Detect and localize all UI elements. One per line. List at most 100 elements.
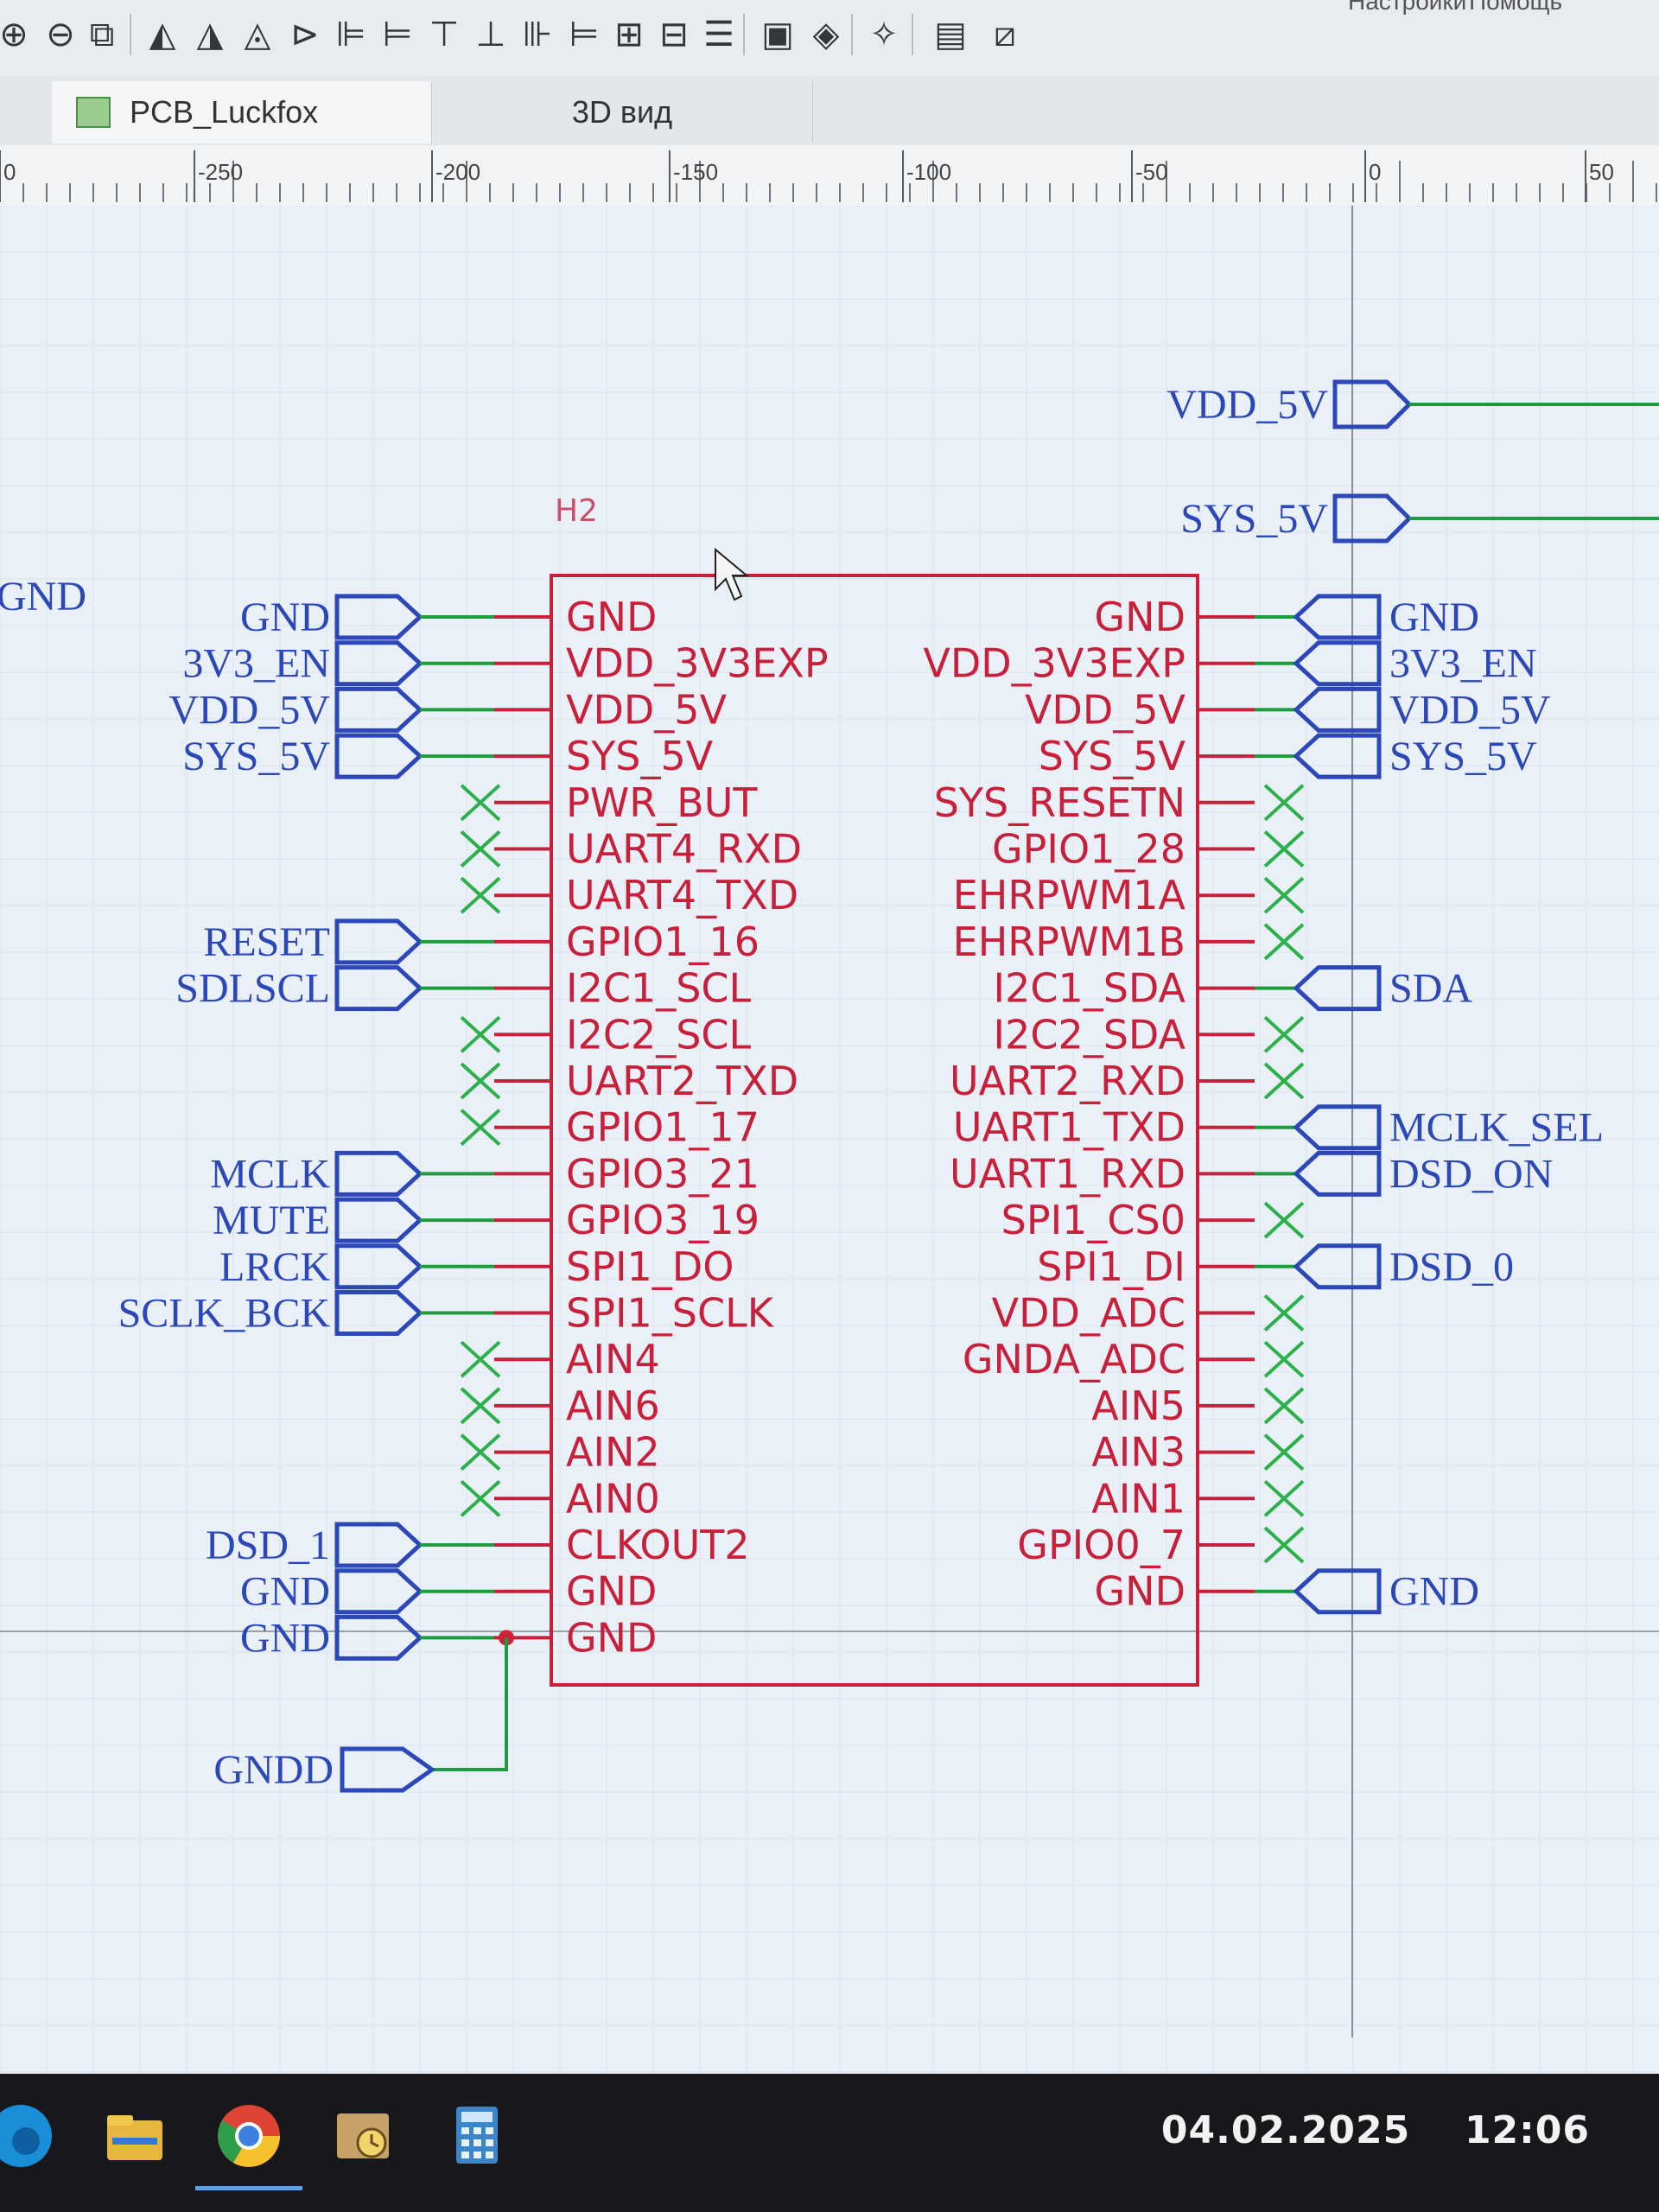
pin-label-left: UART4_TXD <box>566 872 798 918</box>
edge-icon[interactable] <box>0 2098 59 2174</box>
taskbar-clock[interactable]: 04.02.2025 12:06 <box>1161 2108 1590 2152</box>
net-label-right[interactable]: DSD_0 <box>1255 1243 1514 1290</box>
pin-label-left: CLKOUT2 <box>566 1522 750 1568</box>
ruler-label: 0 <box>1369 159 1381 185</box>
align-center-v-icon[interactable]: ⊪ <box>522 16 553 54</box>
taskbar: 04.02.2025 12:06 <box>0 2074 1659 2212</box>
net-label-left[interactable]: MCLK <box>210 1150 494 1197</box>
pin-label-left: VDD_3V3EXP <box>566 640 829 687</box>
net-name: GND <box>240 1615 330 1661</box>
distribute-h-icon[interactable]: ⊟ <box>659 16 689 54</box>
mouse-cursor-icon <box>715 547 749 601</box>
net-label-right[interactable]: DSD_ON <box>1255 1150 1553 1197</box>
align-center-h-icon[interactable]: ⊨ <box>569 16 600 54</box>
ruler-label: -150 <box>673 159 718 185</box>
align-right-icon[interactable]: ⊨ <box>382 16 413 54</box>
pin-label-left: SPI1_SCLK <box>566 1290 775 1337</box>
align-left-icon[interactable]: ⊫ <box>335 16 366 54</box>
zoom-fit-icon[interactable]: ⧉ <box>89 15 115 54</box>
tab-3d-view[interactable]: 3D вид <box>432 81 813 143</box>
no-connect-marker <box>460 1062 501 1100</box>
net-label-left[interactable]: GND <box>240 594 494 640</box>
scheduler-app-icon[interactable] <box>325 2098 401 2174</box>
pcb-icon <box>76 97 111 128</box>
pin-label-right: EHRPWM1A <box>953 872 1186 918</box>
component-body[interactable] <box>550 574 1199 1687</box>
pin-label-left: UART2_TXD <box>566 1058 798 1104</box>
no-connect-marker <box>1263 923 1305 961</box>
image-icon[interactable]: ▣ <box>761 16 794 54</box>
pin-label-left: AIN0 <box>566 1475 660 1522</box>
rotate-left-icon[interactable]: ◭ <box>149 16 176 54</box>
net-label-gndd[interactable]: GNDD <box>213 1746 436 1793</box>
no-connect-marker <box>1263 830 1305 868</box>
no-connect-marker <box>1263 784 1305 822</box>
tab-pcb-luckfox[interactable]: PCB_Luckfox <box>52 81 432 143</box>
menu-settings[interactable]: Настройки <box>1348 0 1467 15</box>
net-label-left[interactable]: 3V3_EN <box>182 640 494 687</box>
rotate-right-icon[interactable]: ◮ <box>196 16 224 54</box>
net-label-left[interactable]: DSD_1 <box>206 1522 494 1568</box>
pin-label-left: GPIO1_17 <box>566 1104 760 1151</box>
chrome-icon[interactable] <box>195 2098 302 2190</box>
toolbar-separator <box>743 14 745 55</box>
power-net-flag[interactable]: SYS_5V <box>1180 493 1659 543</box>
net-label-left[interactable]: SYS_5V <box>182 733 494 779</box>
pin-label-right: GPIO0_7 <box>1017 1522 1185 1568</box>
net-label-left[interactable]: LRCK <box>219 1243 494 1290</box>
crop-icon[interactable]: ⧄ <box>994 15 1016 54</box>
component-ref[interactable]: H2 <box>555 493 598 529</box>
no-connect-marker <box>1263 1062 1305 1100</box>
net-label-right[interactable]: 3V3_EN <box>1255 640 1537 687</box>
power-net-flag[interactable]: VDD_5V <box>1166 379 1659 429</box>
menu-help[interactable]: Помощь <box>1469 0 1563 15</box>
net-label-right[interactable]: GND <box>1255 594 1479 640</box>
align-bottom-icon[interactable]: ⊥ <box>475 16 506 54</box>
pin-label-right: GND <box>1095 1568 1185 1615</box>
pin-label-left: SYS_5V <box>566 733 714 779</box>
toolbar-separator <box>912 14 913 55</box>
pin-label-right: AIN3 <box>1091 1429 1185 1476</box>
net-label-left[interactable]: RESET <box>203 918 494 965</box>
no-connect-marker <box>460 1015 501 1053</box>
net-name: DSD_1 <box>206 1522 330 1568</box>
net-name: GND <box>1389 594 1479 640</box>
no-connect-marker <box>1263 1294 1305 1332</box>
distribute-grid-icon[interactable]: ⊞ <box>614 16 644 54</box>
flip-vertical-icon[interactable]: ⊳ <box>290 16 320 54</box>
zoom-out-icon[interactable]: ⊖ <box>46 16 75 54</box>
pin-label-right: SYS_RESETN <box>934 779 1185 826</box>
calculator-icon[interactable] <box>439 2098 515 2174</box>
flip-horizontal-icon[interactable]: ◬ <box>244 16 271 54</box>
net-name: VDD_5V <box>1389 687 1551 733</box>
file-explorer-icon[interactable] <box>97 2098 173 2174</box>
net-name: DSD_0 <box>1389 1244 1514 1290</box>
net-label-right[interactable]: SYS_5V <box>1255 733 1537 779</box>
pin-label-right: SPI1_CS0 <box>1001 1197 1185 1243</box>
net-label-left[interactable]: SCLK_BCK <box>118 1290 494 1337</box>
distribute-v-icon[interactable]: ☰ <box>703 16 734 54</box>
net-label-right[interactable]: SDA <box>1255 965 1472 1012</box>
net-label-left[interactable]: VDD_5V <box>168 686 494 733</box>
net-label-right[interactable]: VDD_5V <box>1255 686 1551 733</box>
net-label-left[interactable]: MUTE <box>213 1197 494 1243</box>
net-name: 3V3_EN <box>1389 641 1537 687</box>
bom-icon[interactable]: ▤ <box>934 16 967 54</box>
zoom-in-icon[interactable]: ⊕ <box>0 16 29 54</box>
magic-icon[interactable]: ✧ <box>869 16 899 54</box>
pin-label-right: VDD_5V <box>1025 686 1186 733</box>
align-top-icon[interactable]: ⊤ <box>429 16 460 54</box>
schematic-drawing[interactable]: H2GNDVDD_3V3EXPVDD_5VSYS_5VPWR_BUTUART4_… <box>0 206 1659 2074</box>
layers-icon[interactable]: ◈ <box>812 16 840 54</box>
net-name: DSD_ON <box>1389 1151 1553 1197</box>
net-label-left[interactable]: GND <box>240 1614 494 1661</box>
no-connect-marker <box>460 1479 501 1517</box>
net-label-left[interactable]: SDLSCL <box>175 965 494 1012</box>
pin-label-left: GND <box>566 1568 657 1615</box>
net-label-right[interactable]: MCLK_SEL <box>1255 1104 1604 1151</box>
pin-label-left: UART4_RXD <box>566 826 802 873</box>
edge-net-label[interactable]: GND <box>0 574 86 620</box>
net-label-left[interactable]: GND <box>240 1568 494 1615</box>
net-label-right[interactable]: GND <box>1255 1568 1479 1615</box>
